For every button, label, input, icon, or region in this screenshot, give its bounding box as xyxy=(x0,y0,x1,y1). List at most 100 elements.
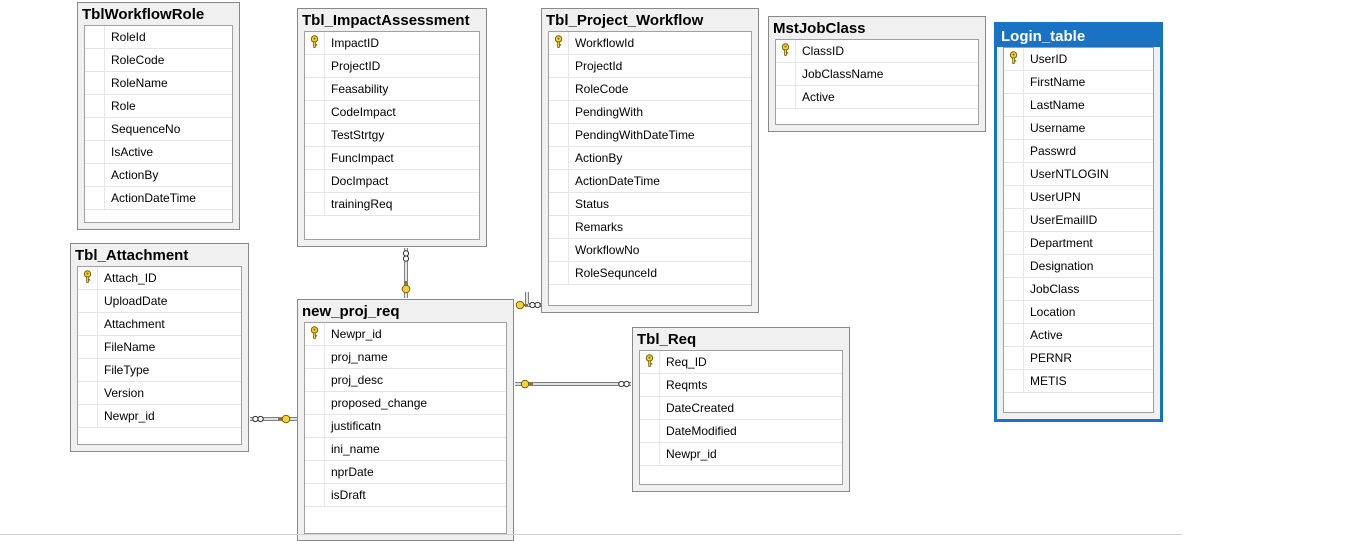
row-selector[interactable] xyxy=(305,484,325,506)
row-selector[interactable] xyxy=(776,63,796,85)
column-row[interactable]: ActionBy xyxy=(549,147,751,170)
row-selector[interactable] xyxy=(305,438,325,460)
row-selector[interactable] xyxy=(305,170,325,192)
row-selector[interactable] xyxy=(85,72,105,94)
column-row[interactable]: Active xyxy=(776,86,978,109)
column-row[interactable]: RoleId xyxy=(85,26,232,49)
column-row[interactable]: DateModified xyxy=(640,420,842,443)
column-row[interactable]: FuncImpact xyxy=(305,147,479,170)
row-selector[interactable] xyxy=(85,118,105,140)
table-title[interactable]: TblWorkflowRole xyxy=(82,6,205,23)
column-row[interactable]: UserNTLOGIN xyxy=(1004,163,1153,186)
row-selector[interactable] xyxy=(1004,255,1024,277)
column-row[interactable]: FileName xyxy=(78,336,241,359)
column-row[interactable]: UploadDate xyxy=(78,290,241,313)
column-row[interactable]: TestStrtgy xyxy=(305,124,479,147)
row-selector[interactable] xyxy=(305,392,325,414)
column-row[interactable]: ProjectID xyxy=(305,55,479,78)
column-row[interactable]: PendingWithDateTime xyxy=(549,124,751,147)
row-selector[interactable] xyxy=(640,374,660,396)
row-selector[interactable] xyxy=(549,216,569,238)
column-row[interactable]: JobClassName xyxy=(776,63,978,86)
column-row[interactable]: LastName xyxy=(1004,94,1153,117)
column-row[interactable]: Newpr_id xyxy=(78,405,241,428)
row-selector[interactable] xyxy=(1004,347,1024,369)
row-selector[interactable] xyxy=(1004,48,1024,70)
column-row[interactable]: ActionBy xyxy=(85,164,232,187)
column-row[interactable]: IsActive xyxy=(85,141,232,164)
column-row[interactable]: Attachment xyxy=(78,313,241,336)
column-row[interactable]: SequenceNo xyxy=(85,118,232,141)
row-selector[interactable] xyxy=(549,262,569,284)
row-selector[interactable] xyxy=(1004,324,1024,346)
column-row[interactable]: Newpr_id xyxy=(640,443,842,466)
row-selector[interactable] xyxy=(305,78,325,100)
row-selector[interactable] xyxy=(305,32,325,54)
column-row[interactable]: proj_name xyxy=(305,346,506,369)
row-selector[interactable] xyxy=(305,124,325,146)
row-selector[interactable] xyxy=(640,443,660,465)
column-row[interactable]: nprDate xyxy=(305,461,506,484)
column-row[interactable]: DateCreated xyxy=(640,397,842,420)
row-selector[interactable] xyxy=(1004,71,1024,93)
column-row[interactable]: Version xyxy=(78,382,241,405)
column-row[interactable]: justificatn xyxy=(305,415,506,438)
row-selector[interactable] xyxy=(85,187,105,209)
column-row[interactable]: Remarks xyxy=(549,216,751,239)
row-selector[interactable] xyxy=(1004,209,1024,231)
column-row[interactable]: ActionDateTime xyxy=(549,170,751,193)
column-row[interactable]: WorkflowNo xyxy=(549,239,751,262)
column-row[interactable]: Reqmts xyxy=(640,374,842,397)
row-selector[interactable] xyxy=(549,239,569,261)
column-row[interactable]: Newpr_id xyxy=(305,323,506,346)
row-selector[interactable] xyxy=(78,313,98,335)
column-row[interactable]: trainingReq xyxy=(305,193,479,216)
table-title[interactable]: Login_table xyxy=(997,25,1160,47)
column-row[interactable]: JobClass xyxy=(1004,278,1153,301)
column-row[interactable]: FileType xyxy=(78,359,241,382)
row-selector[interactable] xyxy=(549,55,569,77)
column-row[interactable]: Designation xyxy=(1004,255,1153,278)
row-selector[interactable] xyxy=(305,323,325,345)
row-selector[interactable] xyxy=(549,32,569,54)
row-selector[interactable] xyxy=(1004,278,1024,300)
column-row[interactable]: Req_ID xyxy=(640,351,842,374)
row-selector[interactable] xyxy=(305,147,325,169)
column-row[interactable]: WorkflowId xyxy=(549,32,751,55)
row-selector[interactable] xyxy=(305,415,325,437)
column-row[interactable]: RoleName xyxy=(85,72,232,95)
row-selector[interactable] xyxy=(305,369,325,391)
row-selector[interactable] xyxy=(1004,232,1024,254)
table-title[interactable]: Tbl_Req xyxy=(637,331,697,348)
row-selector[interactable] xyxy=(549,193,569,215)
row-selector[interactable] xyxy=(78,382,98,404)
column-row[interactable]: UserEmailID xyxy=(1004,209,1153,232)
row-selector[interactable] xyxy=(1004,94,1024,116)
row-selector[interactable] xyxy=(78,336,98,358)
row-selector[interactable] xyxy=(85,95,105,117)
row-selector[interactable] xyxy=(776,40,796,62)
row-selector[interactable] xyxy=(1004,117,1024,139)
row-selector[interactable] xyxy=(85,164,105,186)
column-row[interactable]: Role xyxy=(85,95,232,118)
row-selector[interactable] xyxy=(305,461,325,483)
row-selector[interactable] xyxy=(85,141,105,163)
row-selector[interactable] xyxy=(78,359,98,381)
column-row[interactable]: ActionDateTime xyxy=(85,187,232,210)
column-row[interactable]: Attach_ID xyxy=(78,267,241,290)
row-selector[interactable] xyxy=(549,124,569,146)
row-selector[interactable] xyxy=(640,351,660,373)
column-row[interactable]: Location xyxy=(1004,301,1153,324)
row-selector[interactable] xyxy=(1004,370,1024,392)
column-row[interactable]: DocImpact xyxy=(305,170,479,193)
row-selector[interactable] xyxy=(549,78,569,100)
row-selector[interactable] xyxy=(305,101,325,123)
column-row[interactable]: Username xyxy=(1004,117,1153,140)
column-row[interactable]: UserUPN xyxy=(1004,186,1153,209)
table-title[interactable]: MstJobClass xyxy=(773,20,866,37)
